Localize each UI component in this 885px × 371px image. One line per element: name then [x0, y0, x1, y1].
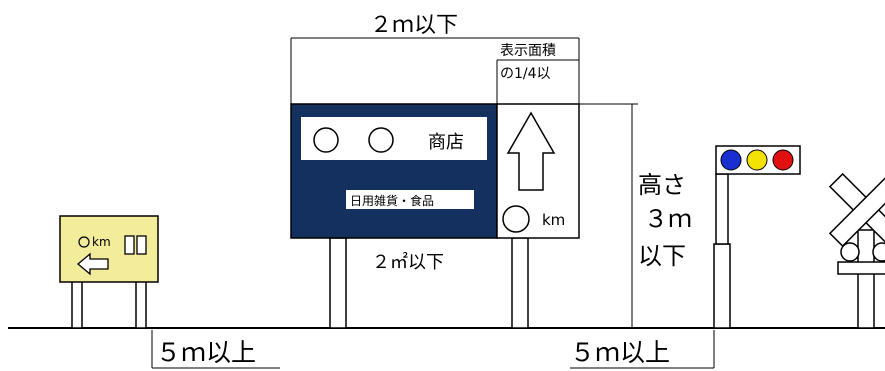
signal-light-red — [772, 149, 794, 171]
height-label-line2: ３ｍ — [644, 205, 692, 233]
right-distance-marker: ５ｍ以上 — [570, 330, 715, 369]
shop-goods: 日用雑貨・食品 — [350, 193, 434, 208]
goods-plate — [346, 190, 474, 209]
arrow-area-label-line2: の1/4以 — [500, 66, 551, 82]
small-sign-post-right — [135, 279, 147, 329]
signal-light-yellow — [746, 149, 768, 171]
small-sign-unit: km — [92, 235, 111, 249]
small-sign-box-icon-2 — [136, 235, 147, 255]
arrow-area-label-line1: 表示面積 — [500, 43, 556, 59]
left-arrow-icon — [76, 252, 109, 276]
height-label-line3: 以下 — [638, 242, 686, 270]
small-sign-box-icon-1 — [124, 235, 135, 255]
top-width-label: ２ｍ以下 — [370, 13, 458, 38]
crossing-light-bar — [837, 261, 885, 275]
arrow-panel-circle-icon — [502, 205, 530, 233]
right-distance-label: ５ｍ以上 — [570, 338, 670, 367]
small-sign-post-left — [71, 279, 83, 329]
shop-circle-icon-1 — [313, 127, 339, 153]
area-label: ２㎡以下 — [372, 251, 444, 273]
billboard-post-right — [511, 237, 529, 329]
traffic-signal — [713, 145, 801, 329]
crossing-pole — [857, 229, 875, 329]
arrow-panel-unit: km — [542, 211, 565, 229]
shop-name: 商店 — [428, 132, 464, 153]
crossing-light-right — [872, 242, 885, 262]
signal-pole-upper — [715, 173, 729, 245]
up-arrow-icon — [506, 111, 556, 191]
signal-pole — [713, 243, 731, 329]
height-label-line1: 高さ — [638, 171, 686, 199]
small-direction-sign: km — [59, 215, 159, 329]
main-billboard: ２ｍ以下 表示面積 の1/4以 商店 日用雑貨・食品 km ２㎡以下 — [290, 13, 580, 329]
small-sign-circle-icon — [78, 236, 90, 248]
left-distance-label: ５ｍ以上 — [156, 338, 256, 367]
left-distance-marker: ５ｍ以上 — [151, 330, 280, 369]
crossing-light-left — [840, 242, 860, 262]
railway-crossing-sign — [828, 172, 885, 329]
signal-light-blue — [720, 149, 742, 171]
shop-circle-icon-2 — [368, 127, 394, 153]
billboard-post-left — [329, 237, 347, 329]
crossing-x-icon — [828, 172, 885, 248]
